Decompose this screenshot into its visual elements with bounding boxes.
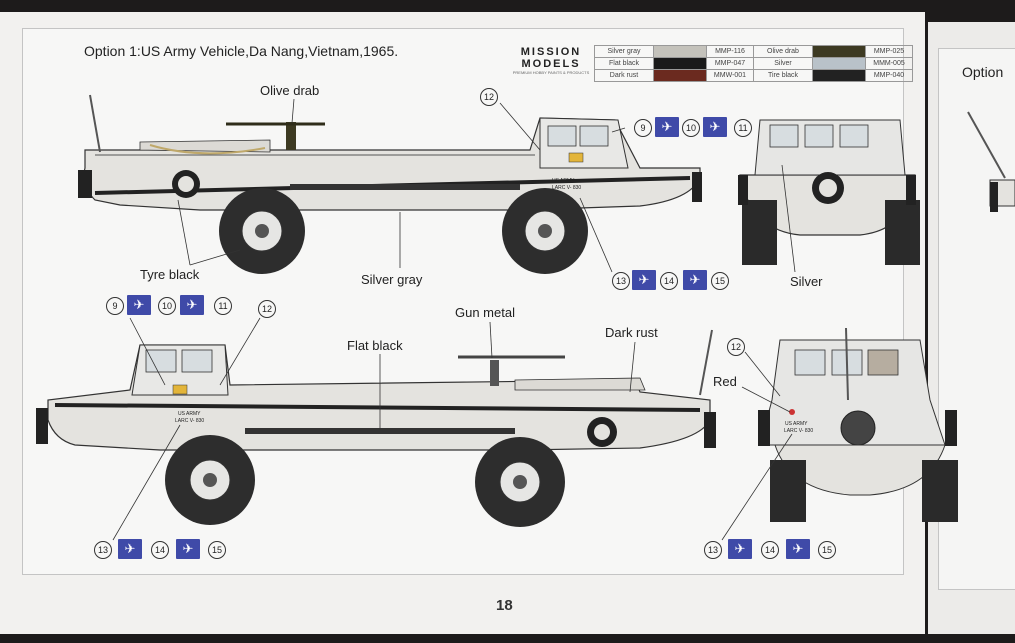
- decal-insignia: ✈: [683, 270, 707, 290]
- callout-12: 12: [480, 88, 498, 106]
- paint-swatch: [653, 45, 707, 58]
- brand-line2: MODELS: [521, 58, 581, 70]
- paint-row: Dark rust MMW-001 Tire black MMP-040: [594, 69, 913, 82]
- label-dark-rust: Dark rust: [605, 325, 658, 340]
- hull-marking: US ARMY: [785, 421, 808, 427]
- page-number: 18: [496, 597, 513, 614]
- decal-insignia: ✈: [180, 295, 204, 315]
- callout-14: 14: [151, 541, 169, 559]
- callout-14: 14: [761, 541, 779, 559]
- callout-11: 11: [734, 119, 752, 137]
- callout-12: 12: [727, 338, 745, 356]
- callout-12: 12: [258, 300, 276, 318]
- label-gun-metal: Gun metal: [455, 305, 515, 320]
- hull-marking: LARC V- 830: [784, 428, 813, 434]
- front-view-top: [738, 119, 920, 265]
- paint-swatch: [653, 57, 707, 70]
- brand-tagline: PREMIUM HOBBY PAINTS & PRODUCTS: [512, 70, 590, 75]
- paint-code: MMP-040: [865, 69, 913, 82]
- paint-row: Silver gray MMP-116 Olive drab MMP-025: [594, 45, 913, 58]
- callout-9: 9: [634, 119, 652, 137]
- paint-name: Tire black: [753, 69, 813, 82]
- decal-insignia: ✈: [176, 539, 200, 559]
- hull-marking: US ARMY: [552, 178, 575, 184]
- decal-insignia: ✈: [127, 295, 151, 315]
- callout-14: 14: [660, 272, 678, 290]
- decal-insignia: ✈: [728, 539, 752, 559]
- brand-line1: MISSION: [520, 46, 582, 58]
- callout-15: 15: [711, 272, 729, 290]
- next-page-title: Option: [962, 64, 1004, 80]
- brand-logo: MISSION MODELS PREMIUM HOBBY PAINTS & PR…: [510, 46, 592, 75]
- page-title: Option 1:US Army Vehicle,Da Nang,Vietnam…: [84, 43, 399, 59]
- decal-insignia: ✈: [118, 539, 142, 559]
- decal-insignia: ✈: [703, 117, 727, 137]
- label-tyre-black: Tyre black: [140, 267, 200, 282]
- hull-marking: US ARMY: [178, 411, 201, 417]
- side-view-bottom: US ARMY LARC V- 830: [36, 329, 716, 527]
- label-silver-gray: Silver gray: [361, 272, 423, 287]
- label-silver: Silver: [790, 274, 823, 289]
- side-view-top: US ARMY LARC V- 830: [78, 94, 702, 274]
- hull-marking: LARC V- 830: [552, 185, 581, 191]
- decal-insignia: ✈: [786, 539, 810, 559]
- paint-swatch: [812, 45, 866, 58]
- callout-13: 13: [94, 541, 112, 559]
- label-red: Red: [713, 374, 737, 389]
- callout-11: 11: [214, 297, 232, 315]
- decal-insignia: ✈: [655, 117, 679, 137]
- label-olive-drab: Olive drab: [260, 83, 320, 98]
- callout-10: 10: [682, 119, 700, 137]
- callout-10: 10: [158, 297, 176, 315]
- decal-insignia: ✈: [632, 270, 656, 290]
- callout-9: 9: [106, 297, 124, 315]
- leader-lines: [112, 98, 796, 541]
- callout-15: 15: [818, 541, 836, 559]
- label-flat-black: Flat black: [347, 338, 403, 353]
- paint-swatch: [653, 69, 707, 82]
- next-page-vehicle: [967, 111, 1015, 212]
- callout-13: 13: [612, 272, 630, 290]
- paint-chart: Silver gray MMP-116 Olive drab MMP-025 F…: [594, 45, 913, 82]
- callout-13: 13: [704, 541, 722, 559]
- callout-15: 15: [208, 541, 226, 559]
- rear-view-bottom: US ARMY LARC V- 830: [758, 327, 958, 522]
- hull-marking: LARC V- 830: [175, 418, 204, 424]
